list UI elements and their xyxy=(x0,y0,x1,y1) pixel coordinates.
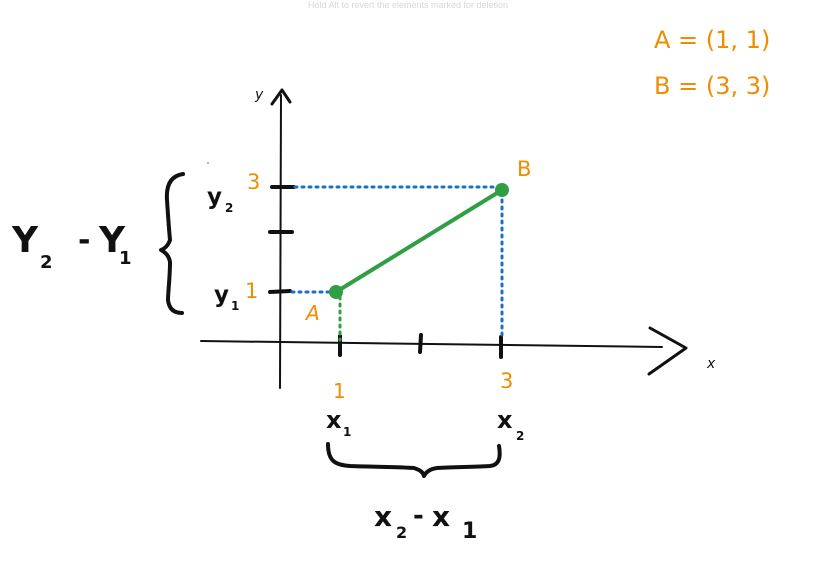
point-a-label: A xyxy=(304,301,320,325)
hint-text: Hold Alt to revert the elements marked f… xyxy=(307,0,509,10)
delta-x-expression: x 2 - x 1 xyxy=(374,500,477,544)
y1-annotation: y 1 xyxy=(214,282,239,313)
svg-text:1: 1 xyxy=(231,299,239,313)
x1-annotation: x 1 xyxy=(326,406,351,439)
x-axis-label: x xyxy=(706,356,716,372)
point-a-definition: A = (1, 1) xyxy=(654,26,770,54)
delta-y-expression: Y 2 - Y 1 xyxy=(11,220,132,273)
svg-text:2: 2 xyxy=(225,201,233,215)
svg-text:x: x xyxy=(432,500,450,533)
svg-text:x: x xyxy=(497,406,513,434)
y-tick-3-label: 3 xyxy=(247,170,260,194)
svg-text:Y: Y xyxy=(11,220,39,261)
y-tick-1-label: 1 xyxy=(245,279,258,303)
x-tick-3-label: 3 xyxy=(500,369,513,393)
svg-text:2: 2 xyxy=(396,523,407,542)
y-axis-label: y xyxy=(254,87,264,103)
point-b-definition: B = (3, 3) xyxy=(654,72,770,100)
svg-text:y: y xyxy=(214,282,229,308)
y-axis xyxy=(270,88,292,389)
svg-text:1: 1 xyxy=(119,248,132,269)
svg-text:-: - xyxy=(78,223,90,258)
y2-annotation: y 2 xyxy=(207,184,233,215)
x-axis-ticks xyxy=(338,333,503,359)
svg-text:1: 1 xyxy=(343,425,351,439)
x2-annotation: x 2 xyxy=(497,406,524,443)
guide-lines xyxy=(290,185,504,342)
x-tick-1-label: 1 xyxy=(333,379,346,403)
svg-text:Y: Y xyxy=(98,220,126,261)
point-b-label: B xyxy=(517,157,531,181)
svg-text:y: y xyxy=(207,184,222,210)
stray-dot xyxy=(206,161,210,165)
svg-text:x: x xyxy=(374,500,392,533)
horizontal-brace xyxy=(326,442,502,478)
svg-text:x: x xyxy=(326,406,342,434)
svg-text:2: 2 xyxy=(516,429,524,443)
svg-text:2: 2 xyxy=(40,252,53,273)
x-axis xyxy=(200,326,688,376)
segment-ab xyxy=(329,183,509,299)
svg-text:-: - xyxy=(413,501,424,531)
point-a-marker xyxy=(329,285,343,299)
svg-text:1: 1 xyxy=(462,519,477,544)
point-b-marker xyxy=(495,183,509,197)
y-axis-ticks xyxy=(268,185,296,294)
vertical-brace xyxy=(159,172,185,315)
